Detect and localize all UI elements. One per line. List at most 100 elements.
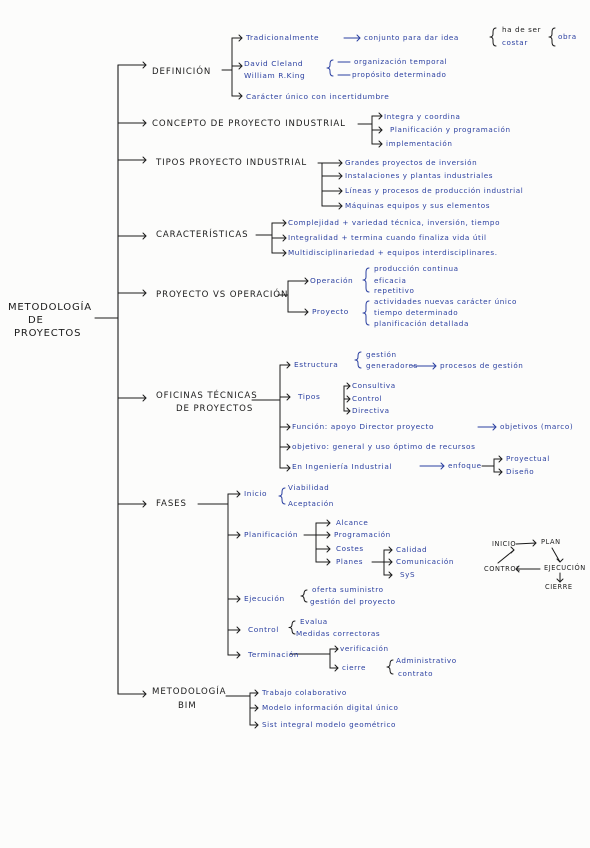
oficinas-line-84 (346, 382, 351, 390)
fases-line-111 (278, 487, 286, 505)
bim-line-146 (254, 721, 259, 729)
ejec-item-1: gestión del proyecto (310, 597, 396, 606)
fases-line-115 (326, 519, 331, 527)
oficinas-line-72 (286, 393, 291, 401)
tipos-item-0: Grandes proyectos de inversión (345, 158, 478, 167)
bim-item-1: Modelo información digital único (262, 703, 399, 712)
cierre-item-0: Administrativo (396, 656, 457, 665)
oficinas-line-86 (346, 395, 351, 403)
oficinas-line-79 (354, 351, 362, 369)
fases-line-106 (236, 595, 241, 603)
fases-line-130 (300, 589, 308, 603)
oficinas-line-90 (492, 423, 497, 431)
concepto-title: CONCEPTO DE PROYECTO INDUSTRIAL (152, 119, 346, 129)
cycle-ejecucion: EJECUCIÓN (544, 564, 586, 572)
tipos-line-44 (338, 159, 343, 167)
tipos-line-46 (338, 172, 343, 180)
trunk-line-15 (142, 500, 147, 508)
cycle-control: CONTROL (484, 565, 521, 573)
trunk-line-11 (142, 289, 147, 297)
funcion-label: Función: apoyo Director proyecto (292, 422, 435, 431)
bim-title-line2: BIM (178, 701, 197, 711)
concepto-item-0: Integra y coordina (384, 112, 461, 121)
tipos-line-48 (338, 187, 343, 195)
fases-line-108 (236, 626, 241, 634)
oficinas-title-line1: OFICINAS TÉCNICAS (156, 391, 258, 401)
op-item-0: producción continua (374, 264, 459, 273)
fase-terminacion: Terminación (248, 650, 300, 659)
trunk-line-5 (142, 119, 147, 127)
bim-item-0: Trabajo colaborativo (262, 688, 347, 697)
caract-line-54 (282, 219, 287, 227)
oficinas-line-74 (286, 423, 291, 431)
inicio-item-1: Aceptación (288, 499, 334, 508)
fases-line-137 (334, 664, 339, 672)
def-obra: obra (558, 32, 577, 41)
def-david: David Cleland (244, 59, 304, 68)
bim-line-144 (254, 704, 259, 712)
caract-line-58 (282, 249, 287, 257)
plan-item-1: Programación (334, 530, 391, 539)
root-title-line1: METODOLOGÍA (8, 302, 92, 313)
trunk-line-7 (142, 156, 147, 164)
caract-item-0: Complejidad + variedad técnica, inversió… (288, 218, 501, 227)
def-caracter: Carácter único con incertidumbre (246, 92, 390, 101)
caract-line-56 (282, 234, 287, 242)
objetivo-label: objetivo: general y uso óptimo de recurs… (292, 442, 476, 451)
operacion-label: Operación (310, 276, 354, 285)
term-verificacion: verificación (340, 644, 389, 653)
definicion-line-28 (489, 27, 497, 47)
pr-item-0: actividades nuevas carácter único (374, 297, 518, 306)
cycle-arrow-147 (515, 542, 537, 545)
fases-line-138 (386, 659, 394, 675)
oficinas-title-line2: DE PROYECTOS (176, 404, 254, 414)
oficinas-line-98 (498, 468, 503, 476)
concepto-item-1: Planificación y programación (390, 125, 511, 134)
oficinas-line-76 (286, 443, 291, 451)
ejec-item-0: oferta suministro (312, 585, 384, 594)
funcion-objetivos: objetivos (marco) (500, 422, 574, 431)
tipos-title: TIPOS PROYECTO INDUSTRIAL (156, 158, 308, 168)
oficinas-line-70 (286, 361, 291, 369)
fase-ejecucion: Ejecución (244, 594, 285, 603)
cierre-item-1: contrato (398, 669, 434, 678)
fases-line-129 (388, 571, 393, 579)
fases-line-131 (288, 620, 296, 635)
fases-line-121 (326, 558, 331, 566)
fases-line-104 (236, 531, 241, 539)
def-proposito: propósito determinado (352, 70, 447, 79)
trunk-line-17 (142, 690, 147, 698)
definicion-line-29 (548, 27, 556, 47)
trunk-line-9 (142, 232, 147, 240)
definicion-line-23 (238, 62, 243, 70)
definicion-line-30 (326, 59, 334, 77)
plan-item-0: Alcance (336, 518, 369, 527)
plan-item-2: Costes (336, 544, 364, 553)
control-item-0: Evalua (300, 617, 328, 626)
pr-item-2: planificación detallada (374, 319, 469, 328)
tipos-line-50 (338, 202, 343, 210)
bim-line-142 (254, 689, 259, 697)
fases-line-125 (388, 546, 393, 554)
fase-planificacion: Planificación (244, 530, 299, 539)
inicio-item-0: Viabilidad (288, 483, 330, 492)
caract-item-2: Multidisciplinariedad + equipos interdis… (288, 248, 498, 257)
concepto-item-2: implementación (386, 139, 453, 148)
proyecto-vs-line-66 (362, 300, 370, 326)
tipos-item-1: Instalaciones y plantas industriales (345, 171, 494, 180)
caract-item-1: Integralidad + termina cuando finaliza v… (288, 233, 487, 242)
concepto-line-40 (378, 140, 383, 148)
definicion-line-27 (356, 34, 361, 42)
planes-item-0: Calidad (396, 545, 428, 554)
ingenieria-enfoque: enfoque (448, 461, 482, 470)
bim-title-line1: METODOLOGÍA (152, 687, 227, 697)
tipos-item-3: Máquinas equipos y sus elementos (345, 201, 491, 210)
fase-inicio: Inicio (244, 489, 268, 498)
def-conjunto: conjunto para dar idea (364, 33, 459, 42)
definicion-line-25 (238, 92, 243, 100)
cycle-arrow-154 (510, 546, 515, 554)
fases-line-110 (236, 651, 241, 659)
tipos-ofi-item-1: Control (352, 394, 383, 403)
proyecto-vs-line-65 (362, 267, 370, 293)
